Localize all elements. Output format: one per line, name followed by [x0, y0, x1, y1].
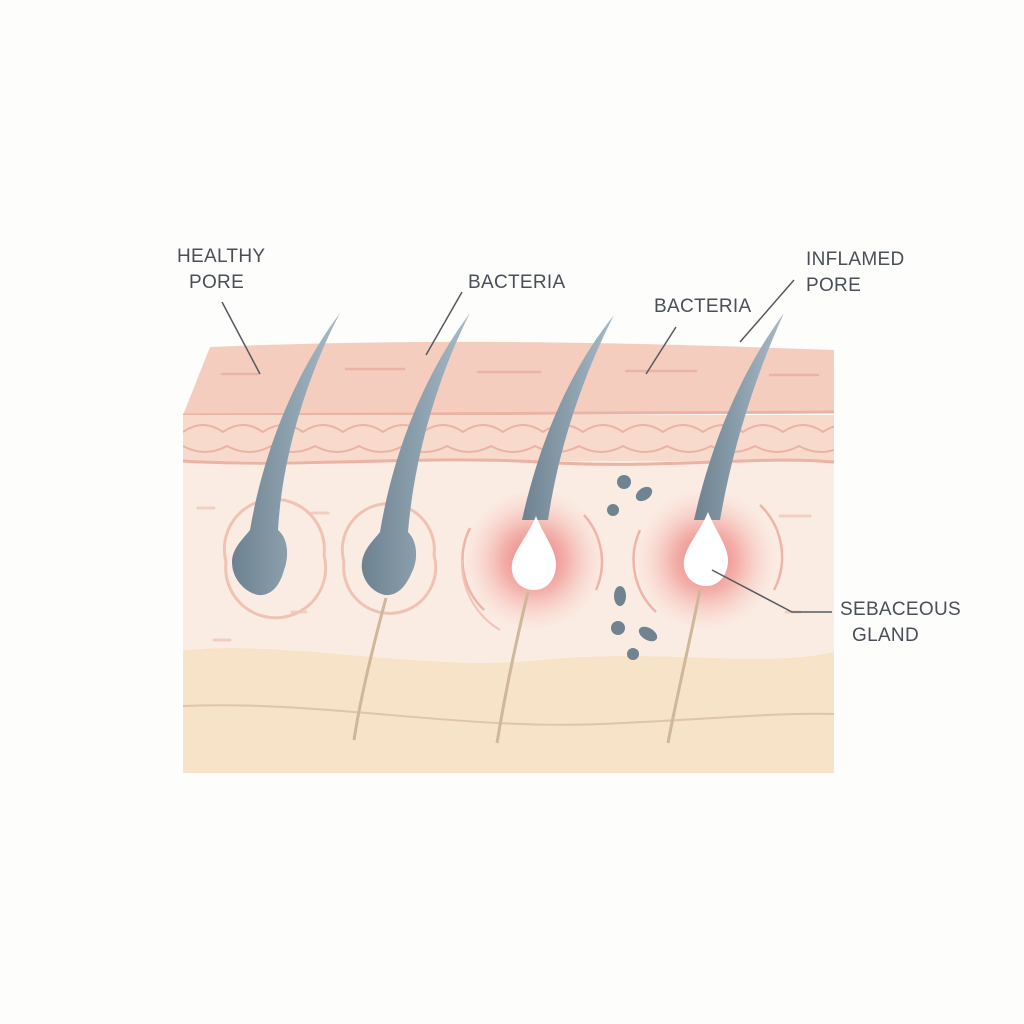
- healthy-pore-label-line-2: PORE: [189, 272, 245, 293]
- subcutaneous-layer: [182, 648, 835, 773]
- inflamed-follicle-1: [460, 315, 614, 744]
- inflamed-pore-label-line-1: INFLAMED: [806, 249, 905, 270]
- bacteria-label-right: BACTERIA: [654, 296, 752, 317]
- healthy-pore-label-line-1: HEALTHY: [177, 246, 266, 267]
- healthy-follicle-2: [340, 313, 470, 741]
- sebaceous-gland-label: SEBACEOUS GLAND: [840, 597, 961, 649]
- healthy-pore-label: HEALTHY PORE: [177, 244, 265, 296]
- sebaceous-gland-label-line-1: SEBACEOUS: [840, 599, 961, 620]
- bacteria-label-left: BACTERIA: [468, 272, 566, 293]
- inflamed-pore-label: INFLAMED PORE: [806, 247, 904, 299]
- healthy-follicle-1: [222, 313, 340, 620]
- sebaceous-gland-label-line-2: GLAND: [852, 625, 919, 646]
- inflamed-follicle-2: [632, 313, 784, 744]
- inflamed-pore-label-line-2: PORE: [806, 275, 862, 296]
- leader-lines: [221, 279, 832, 613]
- bacteria-cluster: [607, 475, 658, 660]
